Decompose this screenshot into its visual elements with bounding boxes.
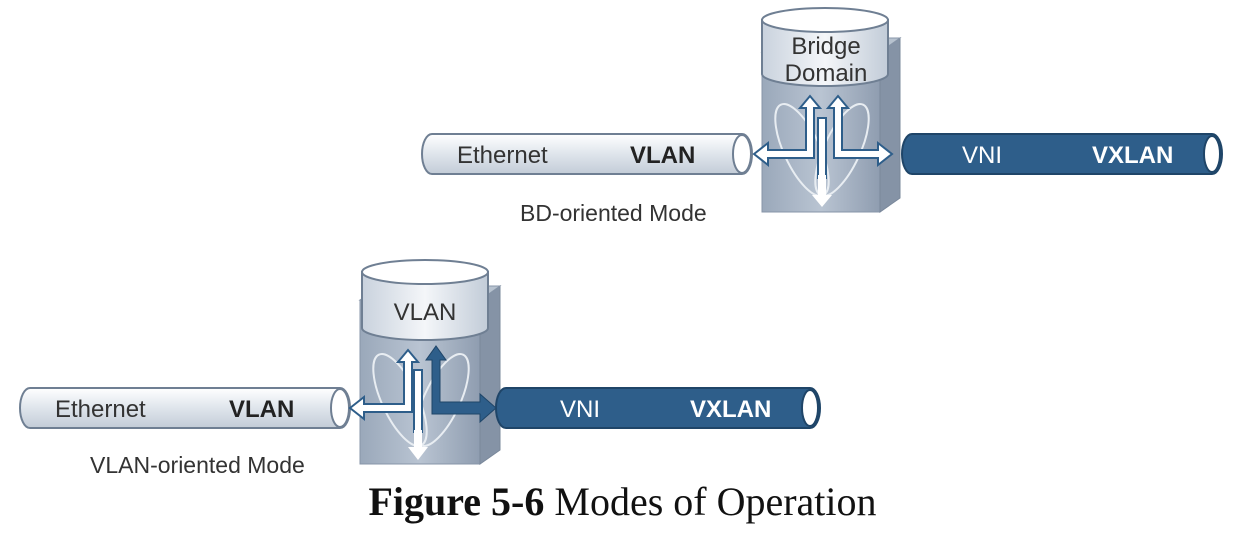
vlan-mode-label: VLAN-oriented Mode [90,452,305,478]
vlan-ethernet-pipe [19,387,351,429]
bd-ethernet-label: Ethernet [457,142,548,169]
bd-vlan-tag: VLAN [630,142,695,169]
bd-vxlan-tag: VXLAN [1092,142,1173,169]
vlan-cylinder-label: VLAN [394,299,457,326]
bd-vxlan-pipe [901,133,1223,175]
bd-mode-label: BD-oriented Mode [520,200,707,226]
bd-bridge-domain-cylinder [761,7,889,87]
vlan-vlan-tag: VLAN [229,396,294,423]
vlan-center-bar [413,369,423,433]
vlan-vxlan-pipe [495,387,821,429]
vlan-mode-group: Ethernet VLAN VNI VXLAN VLAN VLAN-orient… [19,259,821,478]
figure-number: Figure 5-6 [368,479,545,524]
bd-cylinder-line2: Domain [785,60,868,87]
bd-mode-group: Ethernet VLAN VNI VXLAN Bridge Domain BD… [421,7,1223,226]
vlan-vxlan-tag: VXLAN [690,396,771,423]
bd-down-arrow-icon [812,175,832,207]
vlan-vni-label: VNI [560,396,600,423]
vlan-cylinder [361,259,489,341]
bd-vni-label: VNI [962,142,1002,169]
figure-caption: Figure 5-6 Modes of Operation [0,478,1245,525]
vlan-down-arrow-icon [408,430,428,460]
bd-flow-arrows [752,94,894,179]
bd-ethernet-pipe [421,133,753,175]
vlan-left-arrow-icon [348,348,421,422]
figure-title: Modes of Operation [554,479,877,524]
vlan-right-arrow-icon [425,345,497,424]
vlan-ethernet-label: Ethernet [55,396,146,423]
bd-cylinder-line1: Bridge [791,33,860,60]
